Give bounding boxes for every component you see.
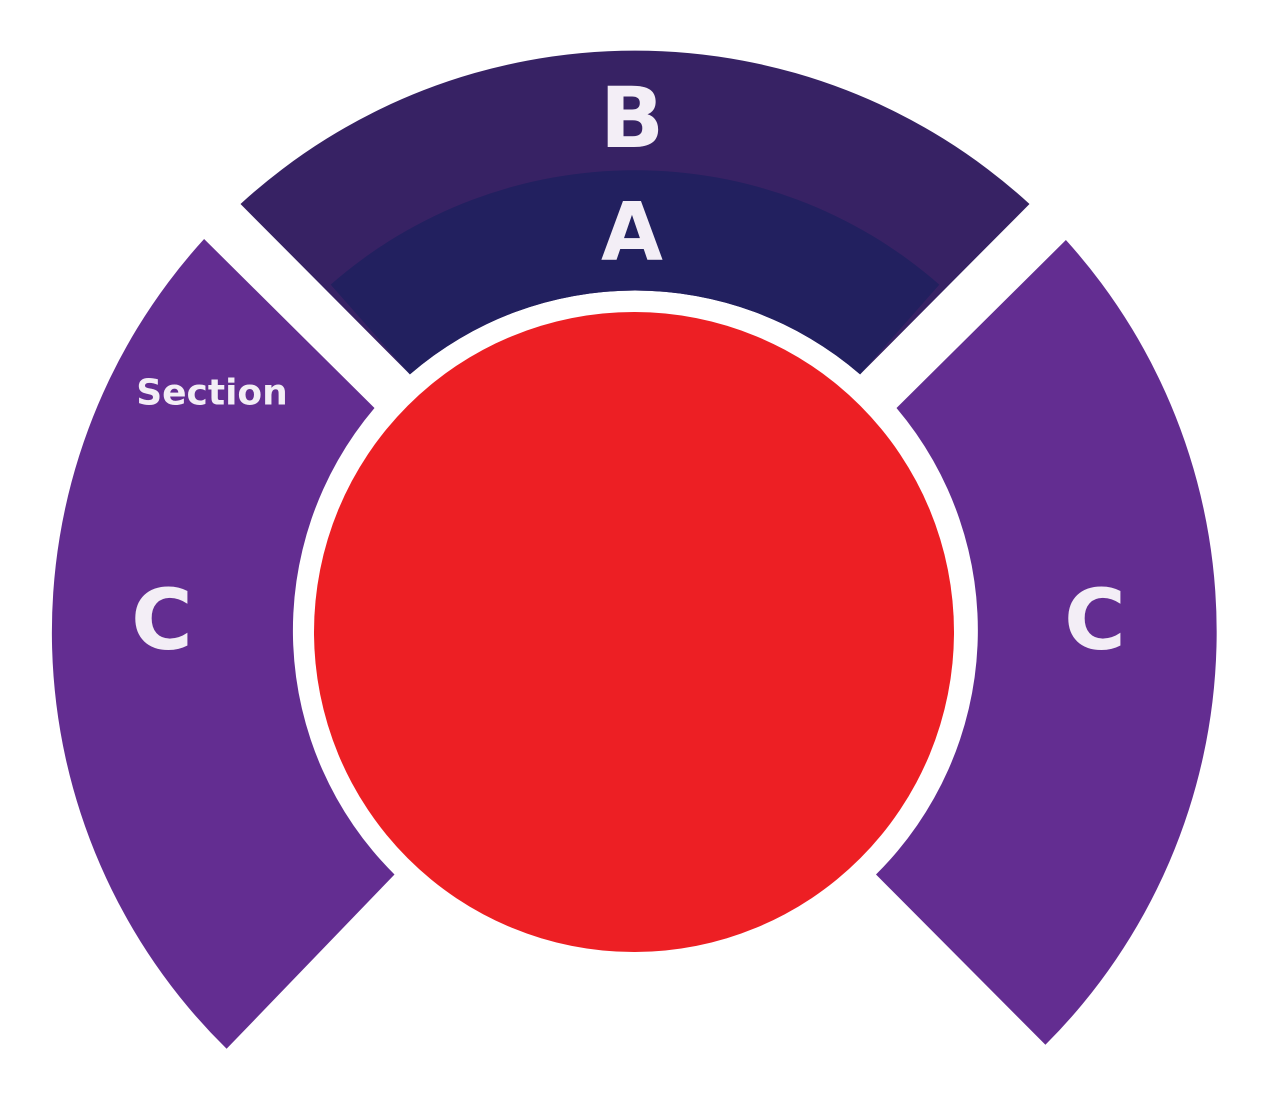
section-a[interactable] — [330, 170, 940, 375]
center-circle — [314, 312, 954, 952]
section-a-label: A — [601, 186, 663, 279]
section-c-right-label: C — [1064, 571, 1126, 669]
section-caption: Section — [136, 373, 288, 414]
section-b-label: B — [600, 69, 664, 167]
section-c-left[interactable] — [51, 239, 395, 1049]
section-c-right[interactable] — [876, 240, 1217, 1045]
section-c-left-label: C — [131, 571, 193, 669]
